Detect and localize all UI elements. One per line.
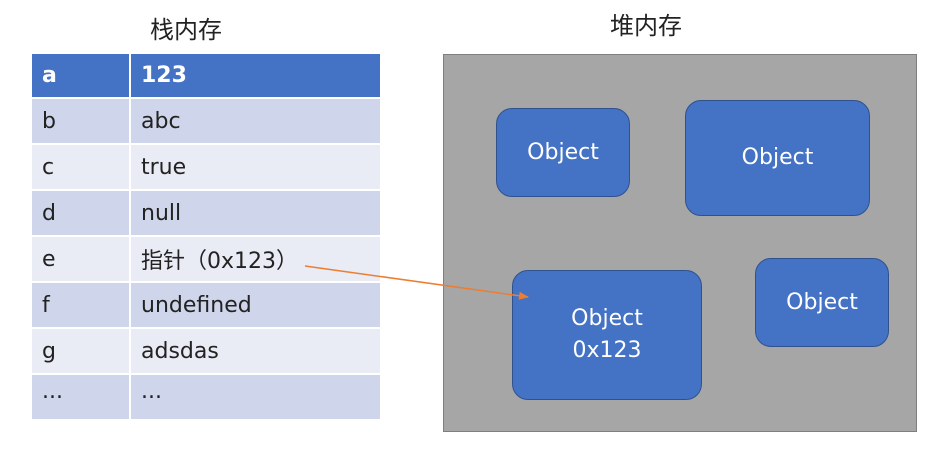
stack-key: g [32, 328, 131, 375]
stack-key: c [32, 144, 131, 191]
heap-object-referenced: Object 0x123 [512, 270, 702, 400]
stack-row-d: d null [32, 190, 382, 237]
stack-key: a [32, 54, 131, 99]
stack-row-e: e 指针（0x123） [32, 236, 382, 283]
heap-object: Object [496, 108, 630, 197]
stack-key: d [32, 190, 131, 237]
heap-object: Object [755, 258, 889, 347]
stack-key: f [32, 282, 131, 329]
stack-memory-title: 栈内存 [150, 16, 222, 44]
object-label: Object [786, 289, 858, 315]
stack-row-a: a 123 [32, 54, 382, 99]
heap-area: Object Object Object 0x123 Object [443, 54, 917, 432]
stack-row-c: c true [32, 144, 382, 191]
stack-value: abc [130, 98, 382, 145]
object-label: Object [741, 145, 814, 170]
stack-key: ... [32, 374, 131, 421]
stack-key: e [32, 236, 131, 283]
heap-object: Object [685, 100, 870, 216]
stack-value: true [130, 144, 382, 191]
stack-value: null [130, 190, 382, 237]
stack-row-g: g adsdas [32, 328, 382, 375]
stack-key: b [32, 98, 131, 145]
stack-value: ... [130, 374, 382, 421]
stack-row-f: f undefined [32, 282, 382, 329]
object-label: Object [527, 139, 599, 165]
stack-value: adsdas [130, 328, 382, 375]
stack-table: a 123 b abc c true d null e 指针（0x123） f … [32, 54, 382, 421]
object-address: 0x123 [572, 338, 642, 363]
stack-row-b: b abc [32, 98, 382, 145]
stack-value: 123 [130, 54, 382, 99]
stack-value-pointer: 指针（0x123） [130, 236, 382, 283]
object-label: Object [571, 306, 643, 331]
stack-value: undefined [130, 282, 382, 329]
heap-memory-title: 堆内存 [610, 12, 682, 40]
stack-row-ellipsis: ... ... [32, 374, 382, 421]
